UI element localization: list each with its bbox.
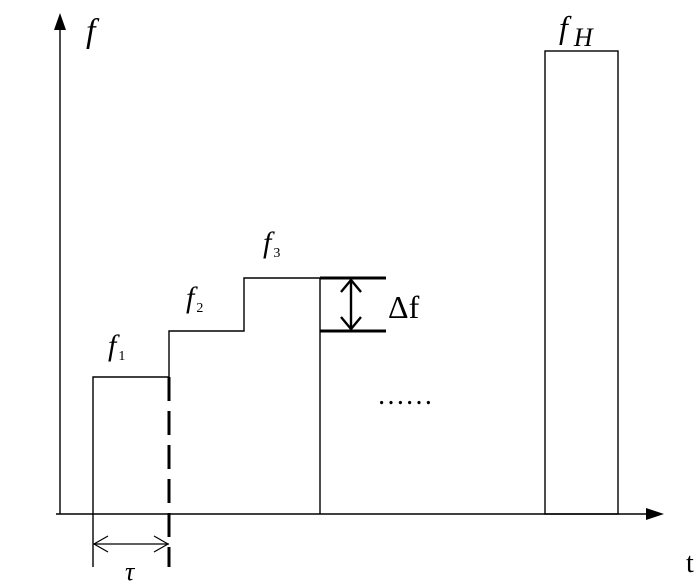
step-3-subscript: 3	[273, 246, 280, 261]
final-step-bar	[544, 50, 619, 515]
step-1-subscript: 1	[118, 349, 125, 364]
tau-label: τ	[125, 557, 136, 581]
delta-f-arrow-up	[340, 278, 362, 293]
ellipsis: ……	[377, 380, 433, 411]
x-axis-arrowhead	[646, 508, 664, 520]
step-waveform	[92, 277, 321, 514]
tau-arrow-left	[92, 535, 109, 553]
y-axis-arrowhead	[54, 13, 66, 30]
tau-arrow-right	[153, 535, 170, 553]
step-2-subscript: 2	[196, 301, 203, 316]
delta-f-arrow-down	[340, 316, 362, 331]
delta-f-label: Δf	[388, 289, 420, 325]
y-axis-label: f	[86, 13, 100, 50]
x-axis-label: t	[686, 548, 694, 579]
final-step-subscript: H	[573, 23, 594, 52]
